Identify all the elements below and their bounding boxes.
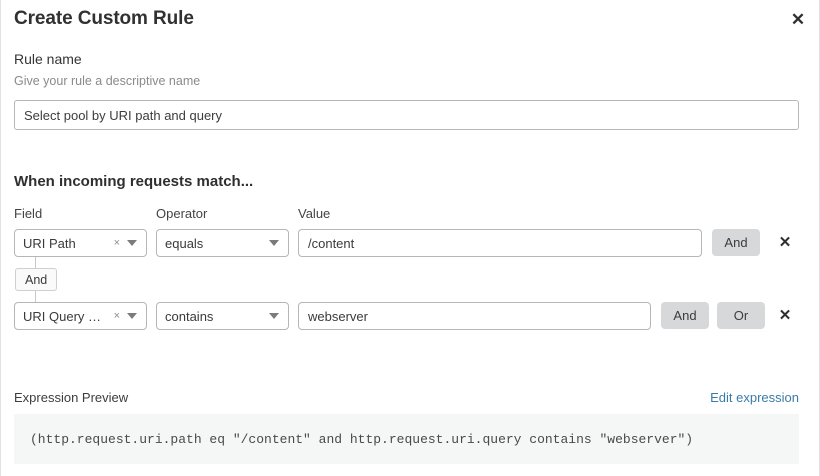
group-connector-and[interactable]: And xyxy=(15,268,58,291)
logic-or-button-2[interactable]: Or xyxy=(717,302,765,329)
column-header-operator: Operator xyxy=(156,206,208,221)
expression-preview-code: (http.request.uri.path eq "/content" and… xyxy=(14,414,799,464)
value-input-2[interactable] xyxy=(298,302,651,330)
operator-select-1[interactable]: equals xyxy=(156,229,289,257)
logic-and-button-2[interactable]: And xyxy=(661,302,709,329)
expression-preview-label: Expression Preview xyxy=(14,390,129,405)
field-select-2[interactable]: URI Query St... × xyxy=(14,302,147,330)
edit-expression-link[interactable]: Edit expression xyxy=(710,390,799,405)
logic-and-button-1[interactable]: And xyxy=(712,229,760,256)
connector-line-top xyxy=(35,257,36,268)
rule-name-hint: Give your rule a descriptive name xyxy=(14,74,201,88)
column-header-field: Field xyxy=(14,206,43,221)
close-icon[interactable]: ✕ xyxy=(785,6,811,32)
field-select-1-value: URI Path xyxy=(23,235,76,251)
rule-name-label: Rule name xyxy=(14,51,82,67)
chevron-down-icon[interactable] xyxy=(269,313,279,319)
delete-row-icon[interactable]: ✕ xyxy=(776,229,794,256)
field-select-1[interactable]: URI Path × xyxy=(14,229,147,257)
connector-line-bottom xyxy=(35,291,36,302)
chevron-down-icon[interactable] xyxy=(127,313,137,319)
column-header-value: Value xyxy=(298,206,331,221)
operator-select-2-value: contains xyxy=(165,308,214,324)
delete-row-icon[interactable]: ✕ xyxy=(776,302,794,329)
clear-icon[interactable]: × xyxy=(113,309,120,322)
operator-select-2[interactable]: contains xyxy=(156,302,289,330)
value-input-1[interactable] xyxy=(298,229,702,257)
clear-icon[interactable]: × xyxy=(113,236,120,249)
match-section-heading: When incoming requests match... xyxy=(14,173,254,190)
chevron-down-icon[interactable] xyxy=(127,240,137,246)
dialog-title: Create Custom Rule xyxy=(14,8,194,29)
chevron-down-icon[interactable] xyxy=(269,240,279,246)
field-select-2-value: URI Query St... xyxy=(23,308,109,324)
rule-name-input[interactable] xyxy=(14,100,799,130)
operator-select-1-value: equals xyxy=(165,235,204,251)
